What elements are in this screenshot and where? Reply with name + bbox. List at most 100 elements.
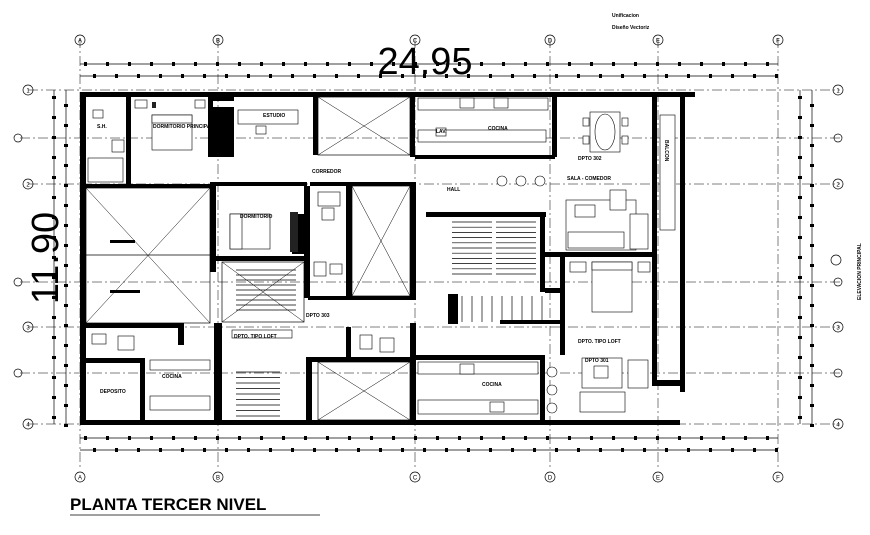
- dim-tick: [665, 448, 668, 452]
- dim-tick: [370, 62, 373, 66]
- label-loft-b: DPTO. TIPO LOFT: [578, 339, 621, 345]
- dim-tick: [64, 184, 68, 187]
- dim-tick: [700, 62, 703, 66]
- dim-tick: [401, 448, 404, 452]
- dim-tick: [52, 256, 56, 259]
- dim-tick: [304, 436, 307, 440]
- svg-text:1: 1: [26, 89, 30, 95]
- dim-tick: [798, 116, 802, 119]
- dim-tick: [700, 436, 703, 440]
- label-estudio: ESTUDIO: [263, 113, 285, 119]
- dim-tick: [436, 436, 439, 440]
- dim-tick: [656, 436, 659, 440]
- dim-tick: [744, 436, 747, 440]
- dim-tick: [115, 74, 118, 78]
- dim-tick: [335, 448, 338, 452]
- label-cocina-top: COCINA: [488, 126, 508, 132]
- svg-text:F: F: [776, 476, 780, 482]
- dim-tick: [225, 448, 228, 452]
- dim-tick: [52, 116, 56, 119]
- voids: [85, 96, 411, 421]
- axis-row-4-right: 4: [832, 418, 844, 430]
- dim-tick: [194, 62, 197, 66]
- dim-tick: [159, 448, 162, 452]
- dim-tick: [612, 436, 615, 440]
- dim-tick: [546, 62, 549, 66]
- svg-text:3: 3: [26, 326, 30, 332]
- axis-row-3-right: 3: [832, 321, 844, 333]
- label-deposito: DEPOSITO: [100, 389, 126, 395]
- label-corredor: CORREDOR: [312, 169, 342, 175]
- dim-tick: [467, 448, 470, 452]
- drawing-title: PLANTA TERCER NIVEL: [70, 495, 266, 514]
- dim-tick: [722, 62, 725, 66]
- dim-tick: [810, 284, 814, 287]
- axis-row-2-right: 2: [832, 178, 844, 190]
- dim-tick: [798, 96, 802, 99]
- dim-tick: [392, 436, 395, 440]
- dim-tick: [225, 74, 228, 78]
- svg-text:1: 1: [836, 89, 840, 95]
- dim-tick: [137, 448, 140, 452]
- svg-text:4: 4: [836, 423, 840, 429]
- dim-tick: [238, 62, 241, 66]
- dim-tick: [533, 74, 536, 78]
- dim-tick: [64, 104, 68, 107]
- dim-tick: [678, 436, 681, 440]
- dim-tick: [137, 74, 140, 78]
- svg-text:2: 2: [836, 183, 840, 189]
- dim-tick: [64, 344, 68, 347]
- dim-tick: [52, 196, 56, 199]
- dim-tick: [810, 184, 814, 187]
- dim-tick: [810, 224, 814, 227]
- dim-tick: [64, 244, 68, 247]
- label-balcon: BALCON: [663, 140, 669, 162]
- dim-tick: [753, 74, 756, 78]
- dim-tick: [93, 74, 96, 78]
- dim-tick: [84, 436, 87, 440]
- svg-text:E: E: [656, 476, 660, 482]
- dim-tick: [445, 448, 448, 452]
- dim-tick: [260, 436, 263, 440]
- dim-tick: [52, 356, 56, 359]
- dim-tick: [392, 62, 395, 66]
- dim-tick: [115, 448, 118, 452]
- dim-tick: [810, 404, 814, 407]
- axis-col-f-bottom: F: [772, 471, 784, 483]
- axis-row-2-left: 2: [22, 178, 34, 190]
- dim-tick: [52, 136, 56, 139]
- axis-row-3-left: 3: [22, 321, 34, 333]
- axis-row-1-left: 1: [22, 84, 34, 96]
- dim-tick: [546, 436, 549, 440]
- dim-tick: [533, 448, 536, 452]
- dim-tick: [511, 74, 514, 78]
- dim-tick: [64, 384, 68, 387]
- axis-row-1-right: 1: [832, 84, 844, 96]
- dim-tick: [313, 448, 316, 452]
- dim-tick: [203, 74, 206, 78]
- axis-col-b-top: B: [212, 34, 224, 46]
- axis-col-c-bottom: C: [409, 471, 421, 483]
- dim-tick: [798, 376, 802, 379]
- dim-tick: [282, 436, 285, 440]
- dim-tick: [489, 74, 492, 78]
- dim-tick: [810, 144, 814, 147]
- depth-dimension: 11.90: [25, 212, 67, 304]
- label-hall: HALL: [447, 187, 460, 193]
- label-loft-a: DPTO. TIPO LOFT: [234, 334, 277, 340]
- dim-tick: [269, 74, 272, 78]
- dim-tick: [423, 74, 426, 78]
- dim-tick: [52, 396, 56, 399]
- dim-tick: [810, 384, 814, 387]
- svg-text:E: E: [656, 39, 660, 45]
- dim-tick: [480, 62, 483, 66]
- label-cocina-bottom: COCINA: [482, 382, 502, 388]
- dim-tick: [269, 448, 272, 452]
- dim-tick: [590, 436, 593, 440]
- dim-tick: [181, 448, 184, 452]
- dim-tick: [798, 416, 802, 419]
- dim-tick: [64, 304, 68, 307]
- dim-tick: [555, 448, 558, 452]
- svg-text:2: 2: [26, 183, 30, 189]
